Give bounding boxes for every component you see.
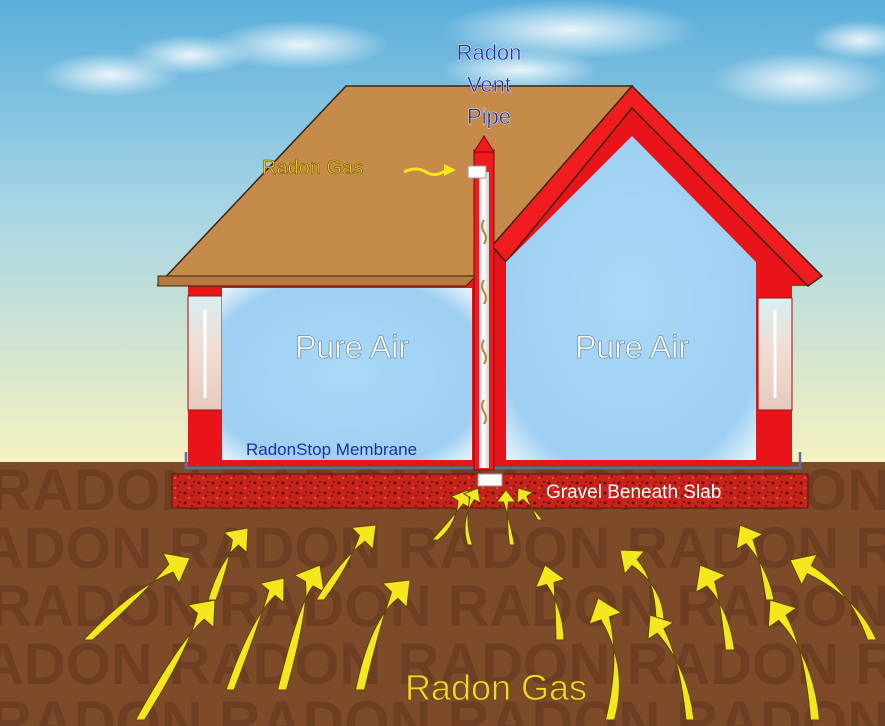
vent-gas-label: Radon Gas [262,157,363,179]
radon-arrow [462,487,482,546]
vent-label-line-2: Vent [467,72,511,97]
membrane-label: RadonStop Membrane [246,440,417,459]
radon-arrow [225,577,285,691]
vent-label-line-1: Radon [457,40,522,65]
radon-arrow [647,614,695,721]
soil-watermark-row: RADON RADON RADON RADON RADON RADON [0,574,885,639]
vent-pipe [467,135,503,487]
radon-arrow [276,564,325,691]
radon-arrow [354,579,411,691]
right-room [506,136,756,460]
radon-arrow [735,524,775,601]
right-room-label: Pure Air [575,329,689,365]
radon-arrow [82,552,191,641]
radon-arrow [588,597,623,721]
radon-arrow [315,524,377,601]
vent-gas-arrowhead [444,164,456,176]
soil-watermark-row: RADON RADON RADON RADON RADON RADON [0,632,885,697]
radon-arrow [695,564,736,651]
radon-arrow [430,489,471,541]
radon-arrow [619,549,665,621]
clouds [40,0,885,108]
left-room-label: Pure Air [295,329,409,365]
left-room [222,288,472,460]
radon-arrow [495,489,517,546]
radon-arrow [516,487,544,521]
radon-arrow [767,599,821,721]
radon-arrows [82,487,878,721]
vent-label-line-3: Pipe [467,104,511,129]
gravel-label: Gravel Beneath Slab [546,482,721,503]
radon-arrow [207,527,249,601]
radon-arrow [789,553,878,641]
bottom-gas-label: Radon Gas [405,667,587,708]
radon-arrow [534,564,567,641]
vent-gas-squiggle [403,167,447,177]
